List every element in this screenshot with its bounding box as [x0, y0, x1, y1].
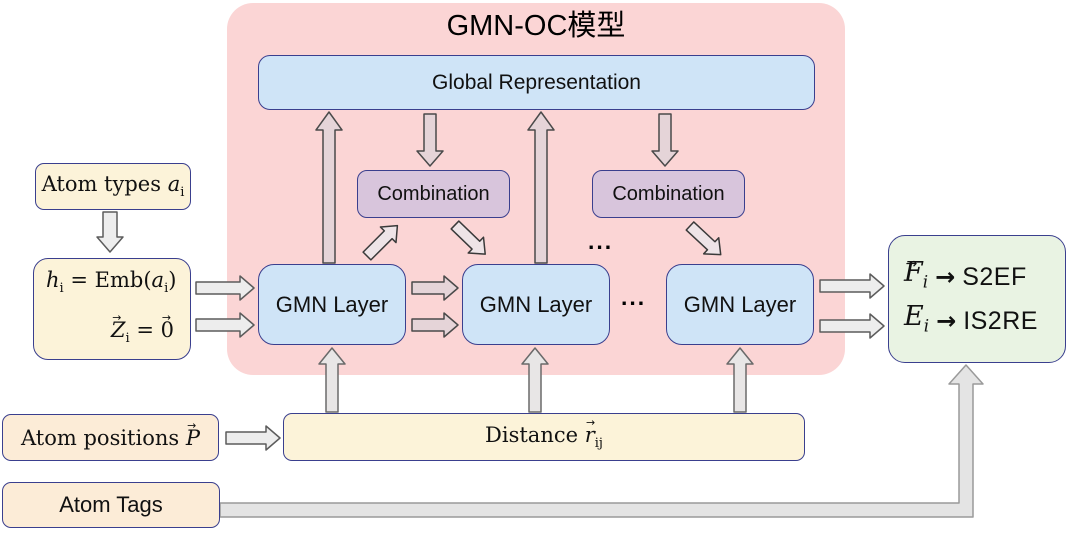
maps-to-arrow: → [936, 306, 957, 335]
gmn-layer-2-label: GMN Layer [479, 291, 593, 317]
model-title: GMN-OC模型 [446, 10, 626, 42]
vector-arrow: → [161, 311, 172, 325]
output-box: →Fi → S2EF Ei → IS2RE [888, 235, 1066, 363]
atom-types-label: Atom types ai [41, 172, 185, 201]
arrow-atom-types-to-embedding [96, 211, 124, 253]
z-init-formula: →Zi = →0 [110, 311, 174, 346]
gmn-layer-box-3: GMN Layer [666, 264, 814, 345]
maps-to-arrow: → [935, 263, 956, 292]
ellipsis-combination: ... [588, 228, 614, 254]
vector-arrow: → [187, 418, 197, 432]
gmn-layer-box-2: GMN Layer [462, 264, 610, 345]
combination-1-label: Combination [377, 182, 490, 205]
task-s2ef: S2EF [962, 263, 1027, 292]
embedding-formula: hi = Emb(ai) [46, 268, 177, 297]
atom-tags-label: Atom Tags [59, 492, 163, 517]
atom-positions-box: Atom positions →P [2, 414, 219, 461]
output-row-energy: Ei → IS2RE [904, 300, 1038, 335]
distance-box: Distance →rij [283, 413, 805, 461]
atom-tags-box: Atom Tags [2, 482, 220, 528]
global-representation-box: Global Representation [258, 55, 815, 110]
gmn-layer-1-label: GMN Layer [275, 291, 389, 317]
global-representation-label: Global Representation [432, 70, 641, 94]
vector-arrow: → [112, 311, 122, 325]
vector-arrow: → [586, 416, 596, 430]
gmn-layer-box-1: GMN Layer [258, 264, 406, 345]
atom-types-box: Atom types ai [35, 163, 191, 210]
combination-2-label: Combination [612, 182, 725, 205]
task-is2re: IS2RE [963, 306, 1038, 335]
gmn-layer-3-label: GMN Layer [683, 291, 797, 317]
combination-box-1: Combination [357, 170, 510, 218]
output-row-forces: →Fi → S2EF [904, 256, 1027, 296]
distance-label: Distance →rij [485, 416, 603, 452]
combination-box-2: Combination [592, 170, 745, 218]
atom-positions-label: Atom positions →P [21, 418, 200, 450]
arrow-positions-to-distance [225, 425, 281, 451]
ellipsis-gmn-layers: ... [621, 284, 647, 310]
embedding-box: hi = Emb(ai) →Zi = →0 [33, 258, 191, 360]
vector-arrow: → [905, 256, 918, 273]
